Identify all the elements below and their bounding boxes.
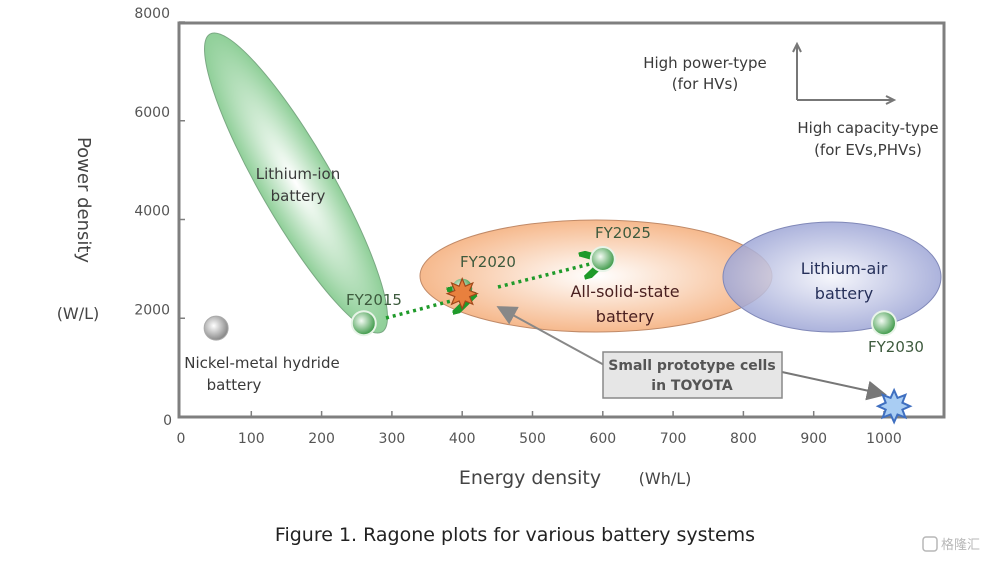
- y-tick-label: 6000: [134, 105, 170, 121]
- li-air-label-2: battery: [815, 284, 873, 303]
- x-tick-label: 0: [177, 431, 186, 447]
- fy2030-label: FY2030: [868, 338, 924, 356]
- fy2015-label: FY2015: [346, 291, 402, 309]
- x-tick-label: 1000: [866, 431, 902, 447]
- x-tick-label: 800: [730, 431, 757, 447]
- y-tick-label: 4000: [134, 204, 170, 220]
- x-tick-label: 500: [519, 431, 546, 447]
- high-power-line1: High power-type: [643, 54, 767, 72]
- x-axis-unit: (Wh/L): [639, 469, 692, 488]
- direction-arrows: [792, 41, 897, 105]
- data-points: [203, 246, 913, 425]
- prototype-box-line1: Small prototype cells: [608, 358, 775, 374]
- x-axis-title: Energy density: [459, 467, 601, 489]
- fy2015-point: [350, 310, 377, 337]
- nimh-label-2: battery: [207, 376, 262, 394]
- y-axis-unit: (W/L): [57, 304, 100, 323]
- li-air-label-1: Lithium-air: [801, 259, 888, 278]
- x-ticks: 0 100 200 300 400 500 600 700 800 900 1000: [177, 411, 902, 447]
- nimh-label-1: Nickel-metal hydride: [184, 354, 339, 372]
- li-ion-label-1: Lithium-ion: [256, 165, 340, 183]
- prototype-box-line2: in TOYOTA: [651, 378, 733, 394]
- high-capacity-line1: High capacity-type: [797, 119, 938, 137]
- fy2025-point: [589, 246, 616, 272]
- x-tick-label: 900: [800, 431, 827, 447]
- li-ion-label-2: battery: [271, 187, 326, 205]
- x-tick-label: 400: [449, 431, 476, 447]
- fy2025-label: FY2025: [595, 224, 651, 242]
- solid-state-label-2: battery: [596, 307, 654, 326]
- y-axis-title: Power density: [73, 137, 94, 263]
- lithium-air-region: [722, 221, 942, 333]
- lithium-ion-region: [204, 32, 388, 334]
- fy2020-star-point: [445, 277, 479, 311]
- fy2020-label: FY2020: [460, 253, 516, 271]
- prototype-box: [602, 351, 783, 399]
- figure-caption: Figure 1. Ragone plots for various batte…: [275, 524, 755, 546]
- watermark-text: 格隆汇: [941, 537, 980, 553]
- x-tick-label: 200: [308, 431, 335, 447]
- nimh-point: [203, 315, 229, 341]
- watermark-logo: 格隆汇: [922, 536, 980, 553]
- x-tick-label: 100: [238, 431, 265, 447]
- y-tick-label: 8000: [134, 6, 170, 22]
- fy2030-point: [871, 310, 897, 337]
- x-tick-label: 600: [589, 431, 616, 447]
- x-tick-label: 300: [379, 431, 406, 447]
- y-tick-label: 2000: [134, 302, 170, 318]
- prototype-arrow-left: [496, 306, 607, 367]
- solid-state-label-1: All-solid-state: [570, 282, 679, 301]
- y-tick-label: 0: [163, 413, 172, 429]
- x-tick-label: 700: [660, 431, 687, 447]
- high-power-line2: (for HVs): [672, 75, 738, 93]
- prototype-arrow-right: [781, 371, 887, 401]
- high-capacity-line2: (for EVs,PHVs): [814, 141, 922, 159]
- y-ticks: 0 2000 4000 6000 8000: [134, 6, 185, 429]
- prototype-star-point: [875, 387, 913, 425]
